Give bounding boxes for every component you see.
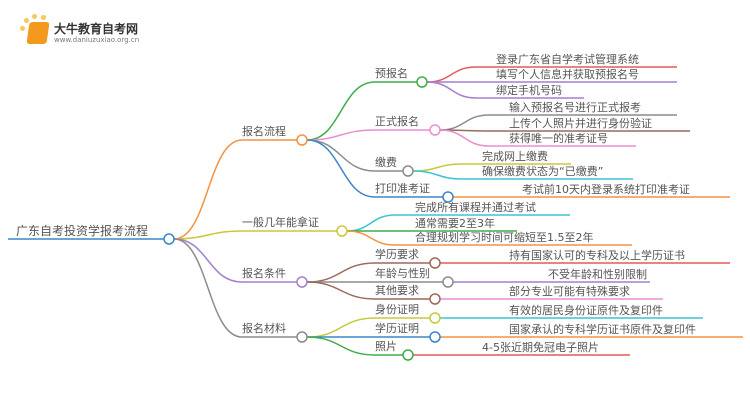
logo-dot bbox=[24, 18, 29, 23]
node-circle bbox=[429, 312, 441, 324]
leaf-label: 完成网上缴费 bbox=[482, 149, 548, 163]
node-circle bbox=[296, 331, 308, 343]
leaf-label: 不受年龄和性别限制 bbox=[548, 267, 647, 281]
node-circle bbox=[402, 349, 414, 361]
logo-dot bbox=[41, 15, 46, 20]
node-circle bbox=[402, 165, 414, 177]
node-circle bbox=[416, 76, 428, 88]
leaf-connector bbox=[426, 81, 584, 99]
node-circle bbox=[336, 225, 348, 237]
sub-branch-connector bbox=[306, 317, 430, 338]
leaf-label: 完成所有课程并通过考试 bbox=[415, 200, 536, 214]
leaf-label: 合理规划学习时间可缩短至1.5至2年 bbox=[415, 230, 594, 244]
sub-branch-connector bbox=[306, 139, 443, 198]
sub-branch-label: 身份证明 bbox=[375, 302, 419, 316]
sub-branch-label: 打印准考证 bbox=[375, 181, 430, 195]
branch-connector bbox=[173, 230, 337, 240]
leaf-connector bbox=[439, 129, 690, 132]
logo-url: www.daniuzuxiao.org.cn bbox=[54, 36, 140, 44]
node-circle bbox=[429, 257, 441, 269]
sub-branch-connector bbox=[306, 336, 403, 356]
leaf-connector bbox=[412, 170, 633, 180]
leaf-label: 国家承认的专科学历证书原件及复印件 bbox=[509, 322, 696, 336]
logo-dot bbox=[20, 26, 25, 31]
sub-branch-connector bbox=[306, 262, 430, 283]
node-circle bbox=[296, 276, 308, 288]
leaf-connector bbox=[439, 129, 636, 147]
leaf-label: 上传个人照片并进行身份验证 bbox=[509, 116, 652, 130]
leaf-label: 绑定手机号码 bbox=[496, 83, 562, 97]
logo-dot bbox=[32, 14, 37, 19]
sub-branch-connector bbox=[306, 129, 430, 141]
leaf-label: 有效的居民身份证原件及复印件 bbox=[509, 303, 663, 317]
root-label: 广东自考投资学报考流程 bbox=[16, 223, 148, 238]
leaf-label: 填写个人信息并获取预报名号 bbox=[496, 67, 639, 81]
sub-branch-label: 年龄与性别 bbox=[375, 266, 430, 280]
leaf-label: 登录广东省自学考试管理系统 bbox=[496, 52, 639, 66]
sub-branch-label: 缴费 bbox=[375, 155, 397, 169]
node-circle bbox=[429, 331, 441, 343]
sub-branch-label: 照片 bbox=[375, 340, 397, 353]
branch-label: 报名流程 bbox=[242, 124, 286, 138]
branch-connector bbox=[173, 139, 297, 240]
logo: 大牛教育自考网 www.daniuzuxiao.org.cn bbox=[18, 12, 168, 46]
sub-branch-connector bbox=[306, 81, 417, 141]
node-circle bbox=[429, 293, 441, 305]
sub-branch-label: 预报名 bbox=[375, 66, 408, 80]
node-circle bbox=[442, 276, 454, 288]
leaf-label: 通常需要2至3年 bbox=[415, 216, 495, 230]
sub-branch-connector bbox=[306, 281, 430, 300]
branch-connector bbox=[173, 238, 297, 283]
leaf-label: 部分专业可能有特殊要求 bbox=[509, 284, 630, 298]
leaf-label: 输入预报名号进行正式报考 bbox=[509, 100, 641, 114]
leaf-connector bbox=[346, 230, 632, 246]
leaf-label: 确保缴费状态为“已缴费” bbox=[482, 164, 603, 178]
node-circle bbox=[442, 191, 454, 203]
leaf-label: 持有国家认可的专科及以上学历证书 bbox=[509, 248, 685, 262]
sub-branch-label: 学历要求 bbox=[375, 247, 419, 261]
sub-branch-label: 正式报名 bbox=[375, 114, 419, 128]
sub-branch-label: 其他要求 bbox=[375, 284, 419, 297]
logo-name: 大牛教育自考网 bbox=[54, 22, 139, 36]
node-circle bbox=[163, 233, 175, 245]
sub-branch-label: 学历证明 bbox=[375, 321, 419, 335]
sub-branch-connector bbox=[306, 139, 403, 172]
branch-connector bbox=[173, 238, 297, 338]
leaf-label: 考试前10天内登录系统打印准考证 bbox=[522, 182, 690, 196]
branch-label: 报名材料 bbox=[242, 321, 286, 335]
node-circle bbox=[296, 134, 308, 146]
leaf-label: 获得唯一的准考证号 bbox=[509, 131, 608, 145]
leaf-label: 4-5张近期免冠电子照片 bbox=[482, 340, 599, 354]
branch-label: 一般几年能拿证 bbox=[242, 215, 319, 229]
branch-label: 报名条件 bbox=[242, 266, 286, 280]
node-circle bbox=[429, 124, 441, 136]
